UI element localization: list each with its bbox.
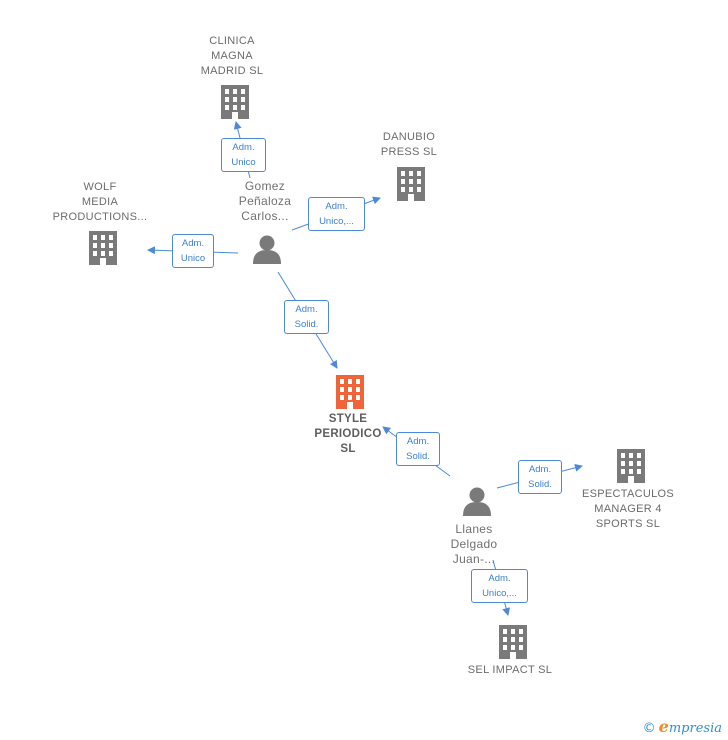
edge-label-llanes-espectaculos: Adm. Solid. xyxy=(518,460,562,494)
sel-building-icon[interactable] xyxy=(499,625,527,659)
copyright-icon: © xyxy=(642,721,656,736)
edge-label-gomez-clinica: Adm. Unico xyxy=(221,138,266,172)
sel-label[interactable]: SEL IMPACT SL xyxy=(467,664,553,676)
edge-label-gomez-style: Adm. Solid. xyxy=(284,300,329,334)
danubio-label[interactable]: DANUBIO PRESS SL xyxy=(380,131,438,158)
brand-name: mpresia xyxy=(668,721,722,736)
edge-label-llanes-sel: Adm. Unico,... xyxy=(471,569,528,603)
espectaculos-label[interactable]: ESPECTACULOS MANAGER 4 SPORTS SL xyxy=(581,488,675,530)
edge-label-gomez-danubio: Adm. Unico,... xyxy=(308,197,365,231)
wolf-building-icon[interactable] xyxy=(89,231,117,265)
edge-label-gomez-wolf: Adm. Unico xyxy=(172,234,214,268)
wolf-label[interactable]: WOLF MEDIA PRODUCTIONS... xyxy=(52,181,148,223)
danubio-building-icon[interactable] xyxy=(397,167,425,201)
brand-logo-initial: e xyxy=(658,717,669,736)
clinica-label[interactable]: CLINICA MAGNA MADRID SL xyxy=(200,35,264,77)
edge-label-llanes-style: Adm. Solid. xyxy=(396,432,440,466)
style-label[interactable]: STYLE PERIODICO SL xyxy=(314,413,382,455)
style-building-icon[interactable] xyxy=(336,375,364,409)
llanes-label[interactable]: Llanes Delgado Juan-... xyxy=(450,522,498,566)
gomez-person-icon[interactable] xyxy=(253,235,281,265)
gomez-label[interactable]: Gomez Peñaloza Carlos... xyxy=(238,179,292,223)
clinica-building-icon[interactable] xyxy=(221,85,249,119)
copyright-brand: ©empresia xyxy=(643,717,722,736)
llanes-person-icon[interactable] xyxy=(463,487,491,517)
espectaculos-building-icon[interactable] xyxy=(617,449,645,483)
